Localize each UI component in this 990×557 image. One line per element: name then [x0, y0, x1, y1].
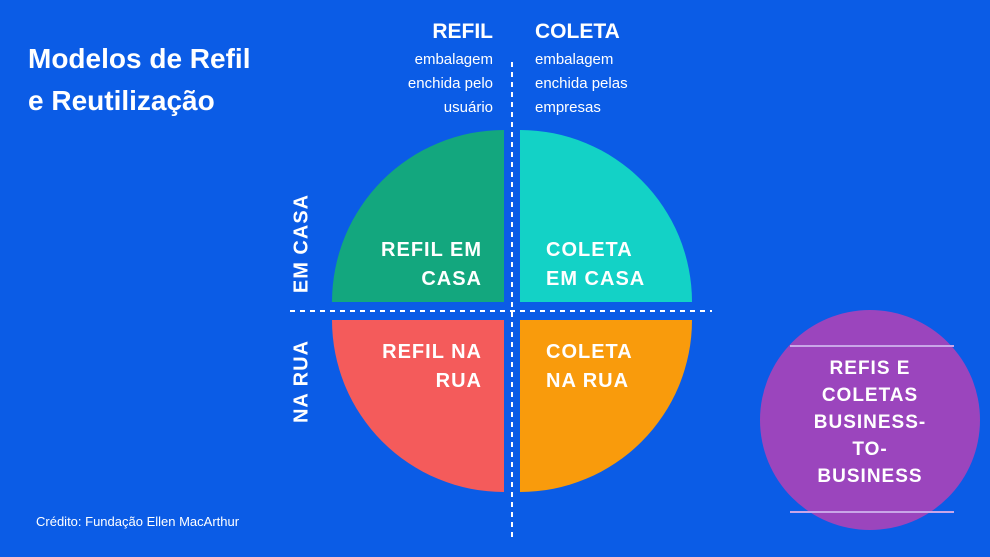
label-line: EM CASA: [546, 268, 646, 290]
label-line: NA RUA: [546, 370, 630, 392]
desc-line: empresas: [535, 99, 601, 116]
column-desc-refil: embalagem enchida pelo usuário: [408, 48, 493, 120]
label-line: RUA: [435, 370, 482, 392]
label-line: CASA: [421, 268, 482, 290]
page-title: Modelos de Refil e Reutilização: [28, 38, 250, 122]
column-header-coleta: COLETA: [535, 20, 620, 43]
b2b-line: TO-: [852, 439, 888, 460]
b2b-label: REFIS E COLETAS BUSINESS- TO- BUSINESS: [790, 355, 950, 490]
quadrant-refil-em-casa: [332, 130, 504, 302]
row-label-na-rua: NA RUA: [290, 339, 313, 424]
label-line: COLETA: [546, 239, 633, 261]
label-coleta-em-casa: COLETA EM CASA: [546, 236, 645, 294]
desc-line: embalagem: [535, 51, 614, 68]
b2b-line: COLETAS: [821, 385, 919, 406]
b2b-circle: [760, 310, 980, 530]
label-line: REFIL EM: [381, 239, 482, 261]
quadrant-coleta-na-rua: [520, 320, 692, 492]
desc-line: enchida pelas: [535, 75, 628, 92]
quadrant-refil-na-rua: [332, 320, 504, 492]
label-coleta-na-rua: COLETA NA RUA: [546, 338, 633, 396]
b2b-line: BUSINESS-: [813, 412, 927, 433]
column-header-refil: REFIL: [432, 20, 493, 43]
desc-line: enchida pelo: [407, 75, 493, 92]
b2b-line: BUSINESS: [817, 466, 923, 487]
quadrant-coleta-em-casa: [520, 130, 692, 302]
label-line: REFIL NA: [382, 341, 482, 363]
label-refil-em-casa: REFIL EM CASA: [381, 236, 482, 294]
label-line: COLETA: [546, 341, 633, 363]
title-line-1: Modelos de Refil: [28, 43, 251, 74]
b2b-line: REFIS E: [829, 358, 911, 379]
column-desc-coleta: embalagem enchida pelas empresas: [535, 48, 628, 120]
row-label-em-casa: EM CASA: [290, 193, 313, 294]
credit-text: Crédito: Fundação Ellen MacArthur: [36, 514, 240, 529]
desc-line: embalagem: [414, 51, 493, 68]
label-refil-na-rua: REFIL NA RUA: [382, 338, 482, 396]
title-line-2: e Reutilização: [28, 85, 215, 116]
desc-line: usuário: [443, 99, 493, 116]
